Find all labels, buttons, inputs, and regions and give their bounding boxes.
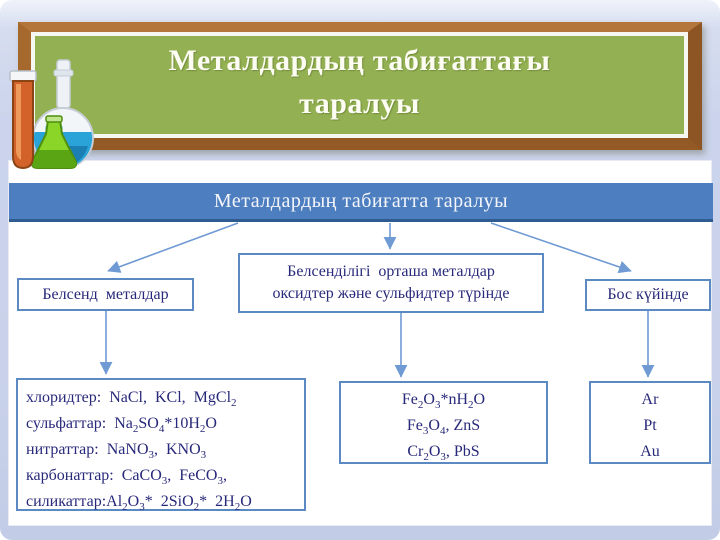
diagram-panel: Металдардың табиғатта таралуы Белсенд ме… <box>8 160 713 526</box>
examples-box-active-metal-salts: хлоридтер: NaCl, KCl, MgCl2 сульфаттар: N… <box>16 378 306 513</box>
diagram-header-title: Металдардың табиғатта таралуы <box>213 189 509 212</box>
chalkboard-green-surface: Металдардың табиғаттағы таралуы <box>31 32 688 138</box>
diagram-header-bar: Металдардың табиғатта таралуы <box>9 183 713 222</box>
test-tube-icon <box>9 70 37 170</box>
category-label-medium-activity-metals: Белсенділігі орташа металдар оксидтер жә… <box>272 263 510 302</box>
chem-line: Cr2O3, PbS <box>407 443 480 464</box>
category-box-free-state: Бос күйінде <box>585 279 711 311</box>
erlenmeyer-flask-icon <box>30 115 78 169</box>
slide-title: Металдардың табиғаттағы таралуы <box>168 44 551 120</box>
chemistry-flasks-icon <box>9 59 94 170</box>
chem-line: Fe3O4, ZnS <box>406 417 481 438</box>
examples-box-oxides-sulfides: Fe2O3*nH2O Fe3O4, ZnS Cr2O3, PbS <box>339 381 548 464</box>
chem-line: Au <box>640 443 660 460</box>
chem-line: хлоридтер: NaCl, KCl, MgCl2 <box>26 389 237 410</box>
category-label-active-metals: Белсенд металдар <box>42 285 169 303</box>
arrow-header-to-active-metals <box>107 222 239 273</box>
chem-line: карбонаттар: CaCO3, FeCO3, <box>26 467 227 488</box>
chem-line: Fe2O3*nH2O <box>401 391 486 412</box>
chem-line: нитраттар: NaNO3, KNO3 <box>26 441 207 462</box>
chem-line: Ar <box>641 391 659 408</box>
chem-line: сульфаттар: Na2SO4*10H2O <box>26 415 217 436</box>
category-box-active-metals: Белсенд металдар <box>17 278 194 311</box>
title-chalkboard: Металдардың табиғаттағы таралуы <box>18 22 702 150</box>
chem-line: Pt <box>643 417 657 434</box>
chem-line: силикаттар:Al2O3* 2SiO2* 2H2O <box>26 493 252 514</box>
category-label-free-state: Бос күйінде <box>607 286 689 304</box>
category-box-medium-activity-metals: Белсенділігі орташа металдар оксидтер жә… <box>238 253 544 313</box>
